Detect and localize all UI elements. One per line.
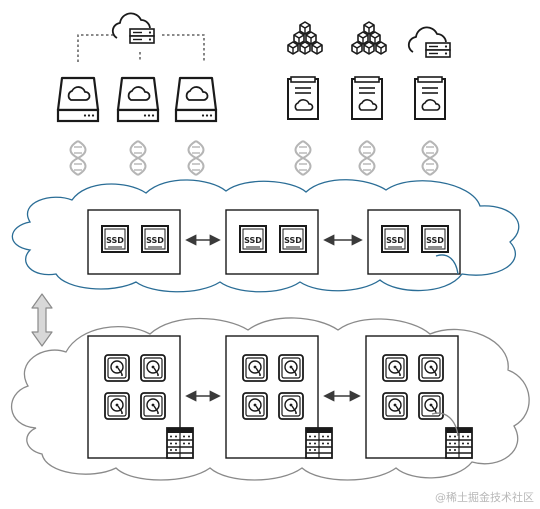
hard-disk-icon	[278, 392, 304, 420]
hard-disk-icon	[104, 354, 130, 382]
hard-disk-icon	[104, 392, 130, 420]
helix-icon	[421, 140, 439, 176]
hard-disk-icon	[140, 354, 166, 382]
server-rack-icon	[166, 427, 194, 459]
hard-disk-icon	[242, 392, 268, 420]
hard-disk-icon	[418, 392, 444, 420]
ssd-label: SSD	[244, 236, 262, 245]
cloud-drive-icon	[174, 76, 218, 123]
helix-connectors	[69, 140, 439, 176]
helix-icon	[187, 140, 205, 176]
fast-tier-node-2: SSD SSD	[225, 209, 319, 275]
helix-icon	[129, 140, 147, 176]
ssd-label: SSD	[386, 236, 404, 245]
stacked-cubes-icon	[352, 22, 386, 54]
server-rack-icon	[445, 427, 473, 459]
slow-tier-node-3	[365, 335, 473, 459]
blue-cloud-outline	[11, 179, 520, 293]
server-rack-icon	[305, 427, 333, 459]
helix-icon	[294, 140, 312, 176]
tier-transfer-arrow	[31, 293, 53, 347]
fast-tier-node-1: SSD SSD	[87, 209, 181, 275]
ssd-label: SSD	[426, 236, 444, 245]
cloud-server-icon	[111, 12, 155, 44]
stacked-cubes-icon	[288, 22, 322, 54]
ssd-label: SSD	[106, 236, 124, 245]
cloud-document-icon	[414, 76, 446, 120]
blue-cloud-overlap	[435, 254, 459, 275]
hard-disk-icon	[278, 354, 304, 382]
cloud-document-icon	[351, 76, 383, 120]
slow-tier-cloud	[11, 317, 530, 481]
cloud-drive-icon	[56, 76, 100, 123]
slow-tier-node-1	[87, 335, 194, 459]
ssd-label: SSD	[146, 236, 164, 245]
helix-icon	[358, 140, 376, 176]
cloud-document-icon	[287, 76, 319, 120]
hard-disk-icon	[140, 392, 166, 420]
cloud-server-icon	[407, 26, 451, 58]
hard-disk-icon	[382, 392, 408, 420]
fast-tier-node-3: SSD SSD	[367, 209, 461, 275]
top-right-client-group	[287, 22, 451, 120]
top-left-client-group	[56, 12, 218, 123]
hard-disk-icon	[382, 354, 408, 382]
gray-cloud-outline	[11, 317, 530, 481]
slow-tier-node-2	[225, 335, 333, 459]
helix-icon	[69, 140, 87, 176]
hard-disk-icon	[242, 354, 268, 382]
watermark: @稀土掘金技术社区	[435, 491, 534, 504]
ssd-label: SSD	[284, 236, 302, 245]
fast-tier-cloud	[11, 179, 520, 293]
gray-cloud-overlap	[431, 412, 459, 437]
hard-disk-icon	[418, 354, 444, 382]
dashed-connector	[77, 34, 205, 62]
cloud-drive-icon	[116, 76, 160, 123]
